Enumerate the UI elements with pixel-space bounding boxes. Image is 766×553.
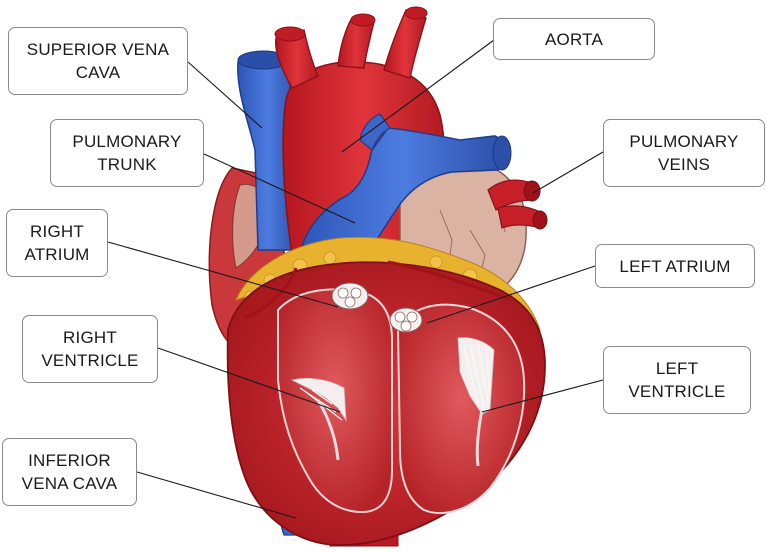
mitral-valve [389,307,423,333]
tricuspid-valve [331,282,369,310]
label-pulmonary-trunk: PULMONARY TRUNK [50,119,204,187]
label-line: TRUNK [97,155,157,174]
coronary-artery [243,267,298,320]
left-pulmonary-artery [359,113,391,151]
leader-rv [157,347,341,413]
label-right-ventricle: RIGHT VENTRICLE [22,315,158,383]
label-line: AORTA [545,29,603,49]
label-line: SUPERIOR VENA [26,40,170,59]
label-line: ATRIUM [24,245,90,264]
label-line: VENA CAVA [21,474,118,493]
leader-lines [107,39,604,519]
coronary-artery-left [387,260,511,302]
label-line: RIGHT [63,328,117,347]
label-line: VENTRICLE [41,351,139,370]
leader-pv [532,151,604,194]
label-line: RIGHT [30,222,84,241]
leader-la [426,265,596,324]
label-pulmonary-veins: PULMONARY VEINS [603,119,765,187]
label-line: CAVA [75,63,121,82]
leader-ivc [136,471,297,519]
label-inferior-vena-cava: INFERIOR VENA CAVA [2,438,137,506]
label-left-atrium: LEFT ATRIUM [595,244,755,288]
left-papillary-muscle [457,337,495,467]
label-line: LEFT [655,359,699,378]
label-left-ventricle: LEFT VENTRICLE [603,346,751,414]
label-right-atrium: RIGHT ATRIUM [6,209,108,277]
brachiocephalic-artery [275,29,319,89]
label-line: PULMONARY [72,132,182,151]
label-line: VENTRICLE [628,382,726,401]
leader-lv [481,379,604,413]
label-line: PULMONARY [629,132,739,151]
label-aorta: AORTA [493,18,655,60]
leader-pt [203,153,356,224]
left-ventricle-chamber [396,303,526,514]
pulmonary-trunk [299,127,506,266]
leader-svc [187,61,263,129]
left-subclavian-artery [383,9,427,79]
label-line: LEFT ATRIUM [619,256,731,276]
label-line: VEINS [657,155,711,174]
leader-ra [107,241,339,308]
label-line: INFERIOR [28,451,111,470]
leader-aorta [341,39,495,153]
pulmonary-veins [487,179,548,230]
label-superior-vena-cava: SUPERIOR VENA CAVA [8,27,188,95]
